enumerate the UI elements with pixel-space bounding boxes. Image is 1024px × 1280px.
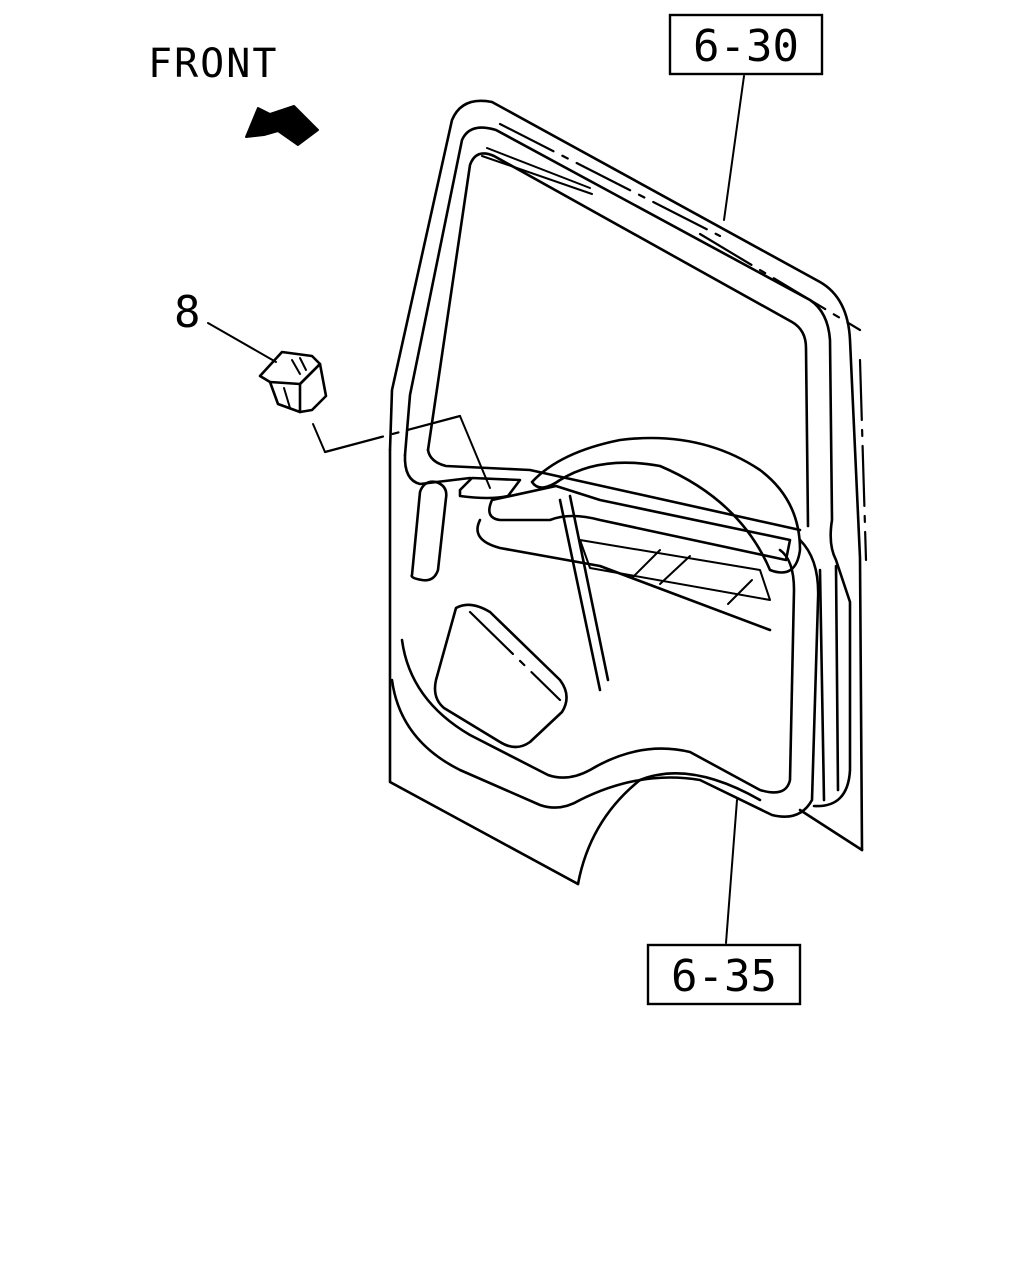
reference-label-lower: 6-35 [671, 951, 777, 1002]
door-assembly [388, 99, 868, 886]
arrow-up-left-icon [245, 105, 319, 146]
switch-part-8[interactable] [258, 350, 328, 414]
leader-line-upper [723, 75, 745, 221]
reference-box-6-30[interactable]: 6-30 [668, 13, 824, 76]
part-number-label: 8 [174, 287, 201, 338]
install-path-dashed [323, 414, 462, 454]
reference-box-6-35[interactable]: 6-35 [646, 943, 802, 1006]
leader-line-part-8 [207, 322, 277, 363]
reference-label-upper: 6-30 [693, 21, 799, 72]
front-label: FRONT [148, 41, 278, 87]
install-path-line [312, 423, 326, 453]
leader-line-lower [725, 799, 738, 944]
